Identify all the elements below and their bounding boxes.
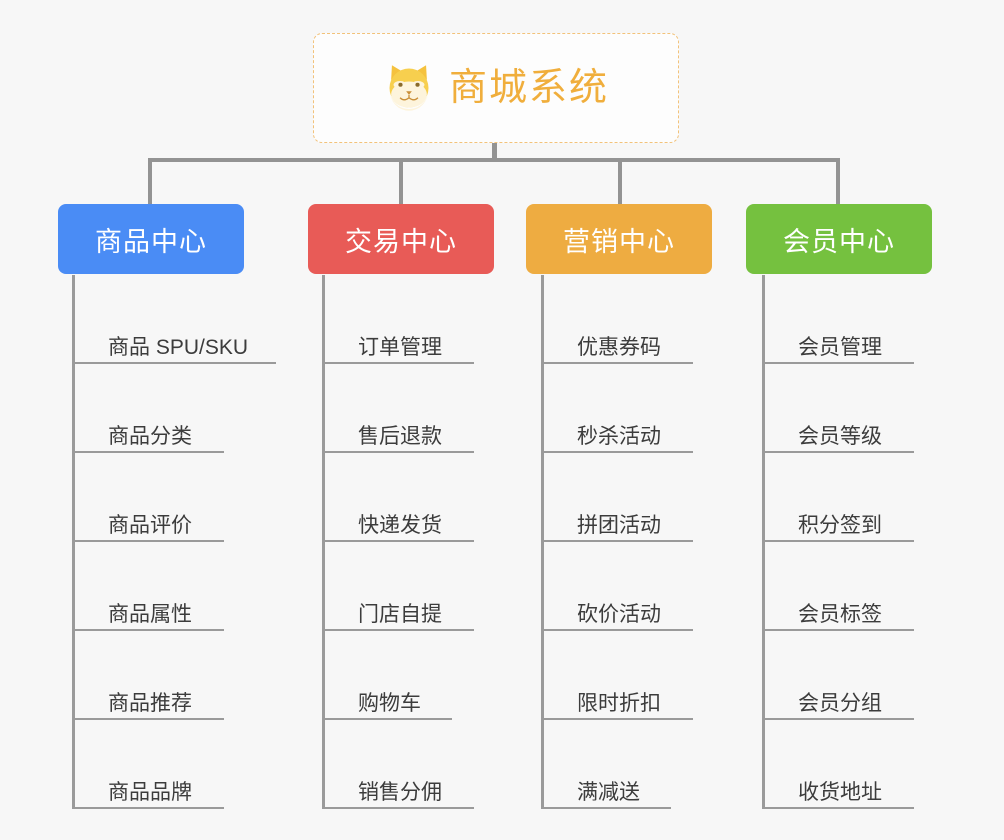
branch-product: 商品 SPU/SKU 商品分类 商品评价 商品属性 商品推荐 商品品牌 — [72, 275, 276, 809]
list-item[interactable]: 商品属性 — [72, 542, 248, 631]
category-label-product: 商品中心 — [95, 226, 207, 257]
leaf-label: 秒杀活动 — [577, 424, 661, 448]
list-item[interactable]: 订单管理 — [322, 275, 474, 364]
branch-spine — [322, 275, 325, 809]
leaf-label: 订单管理 — [358, 335, 442, 359]
leaf-underline — [541, 629, 693, 631]
leaf-label: 拼团活动 — [577, 513, 661, 537]
branch-trade: 订单管理 售后退款 快递发货 门店自提 购物车 销售分佣 — [322, 275, 474, 809]
leaf-label: 售后退款 — [358, 424, 442, 448]
branch-member: 会员管理 会员等级 积分签到 会员标签 会员分组 收货地址 — [762, 275, 914, 809]
leaf-underline — [72, 540, 224, 542]
leaf-underline — [541, 540, 693, 542]
leaf-label: 商品品牌 — [108, 780, 192, 804]
leaf-underline — [322, 451, 474, 453]
list-item[interactable]: 售后退款 — [322, 364, 474, 453]
leaf-underline — [322, 807, 474, 809]
leaf-underline — [762, 629, 914, 631]
category-box-member[interactable]: 会员中心 — [746, 204, 932, 274]
category-label-member: 会员中心 — [783, 226, 895, 257]
leaf-underline — [762, 718, 914, 720]
list-item[interactable]: 会员分组 — [762, 631, 914, 720]
leaf-underline — [762, 807, 914, 809]
list-item[interactable]: 购物车 — [322, 631, 452, 720]
connector-drop-1 — [148, 158, 152, 206]
leaf-underline — [541, 718, 693, 720]
list-item[interactable]: 砍价活动 — [541, 542, 693, 631]
list-item[interactable]: 商品评价 — [72, 453, 248, 542]
category-label-marketing: 营销中心 — [563, 226, 675, 257]
leaf-underline — [762, 362, 914, 364]
list-item[interactable]: 会员等级 — [762, 364, 914, 453]
leaf-label: 门店自提 — [358, 602, 442, 626]
leaf-label: 积分签到 — [798, 513, 882, 537]
leaf-label: 收货地址 — [798, 780, 882, 804]
leaf-label: 销售分佣 — [358, 780, 442, 804]
list-item[interactable]: 商品分类 — [72, 364, 248, 453]
leaf-label: 会员管理 — [798, 335, 882, 359]
list-item[interactable]: 销售分佣 — [322, 720, 474, 809]
leaf-underline — [322, 540, 474, 542]
leaf-label: 商品属性 — [108, 602, 192, 626]
root-title: 商城系统 — [448, 67, 609, 109]
connector-bus — [148, 158, 840, 162]
leaf-label: 满减送 — [577, 780, 640, 804]
leaf-label: 会员分组 — [798, 691, 882, 715]
list-item[interactable]: 秒杀活动 — [541, 364, 693, 453]
leaf-label: 砍价活动 — [577, 602, 661, 626]
leaf-label: 商品分类 — [108, 424, 192, 448]
leaf-underline — [322, 629, 474, 631]
list-item[interactable]: 商品推荐 — [72, 631, 248, 720]
leaf-underline — [72, 807, 224, 809]
leaf-label: 快递发货 — [358, 513, 442, 537]
leaf-underline — [762, 540, 914, 542]
list-item[interactable]: 会员标签 — [762, 542, 914, 631]
list-item[interactable]: 收货地址 — [762, 720, 914, 809]
branch-marketing: 优惠券码 秒杀活动 拼团活动 砍价活动 限时折扣 满减送 — [541, 275, 693, 809]
branch-spine — [72, 275, 75, 809]
leaf-label: 会员等级 — [798, 424, 882, 448]
shiba-dog-icon — [383, 62, 435, 114]
list-item[interactable]: 商品品牌 — [72, 720, 248, 809]
category-label-trade: 交易中心 — [345, 226, 457, 257]
leaf-label: 商品 SPU/SKU — [108, 335, 249, 359]
root-node[interactable]: 商城系统 — [313, 33, 679, 143]
leaf-label: 商品推荐 — [108, 691, 192, 715]
leaf-underline — [72, 451, 224, 453]
leaf-underline — [762, 451, 914, 453]
branch-spine — [541, 275, 544, 809]
branch-spine — [762, 275, 765, 809]
category-box-product[interactable]: 商品中心 — [58, 204, 244, 274]
category-box-marketing[interactable]: 营销中心 — [526, 204, 712, 274]
list-item[interactable]: 快递发货 — [322, 453, 474, 542]
list-item[interactable]: 拼团活动 — [541, 453, 693, 542]
list-item[interactable]: 限时折扣 — [541, 631, 693, 720]
leaf-label: 限时折扣 — [577, 691, 661, 715]
leaf-underline — [72, 362, 276, 364]
list-item[interactable]: 优惠券码 — [541, 275, 693, 364]
category-box-trade[interactable]: 交易中心 — [308, 204, 494, 274]
leaf-label: 优惠券码 — [577, 335, 661, 359]
list-item[interactable]: 会员管理 — [762, 275, 914, 364]
leaf-underline — [72, 718, 224, 720]
connector-drop-3 — [618, 158, 622, 206]
connector-drop-4 — [836, 158, 840, 206]
list-item[interactable]: 商品 SPU/SKU — [72, 275, 276, 364]
list-item[interactable]: 满减送 — [541, 720, 671, 809]
list-item[interactable]: 门店自提 — [322, 542, 474, 631]
leaf-underline — [541, 451, 693, 453]
leaf-underline — [541, 807, 671, 809]
connector-root-stem — [492, 143, 497, 162]
leaf-underline — [322, 718, 452, 720]
leaf-label: 会员标签 — [798, 602, 882, 626]
connector-drop-2 — [399, 158, 403, 206]
list-item[interactable]: 积分签到 — [762, 453, 914, 542]
leaf-underline — [322, 362, 474, 364]
leaf-underline — [72, 629, 224, 631]
leaf-label: 购物车 — [358, 691, 421, 715]
leaf-underline — [541, 362, 693, 364]
leaf-label: 商品评价 — [108, 513, 192, 537]
